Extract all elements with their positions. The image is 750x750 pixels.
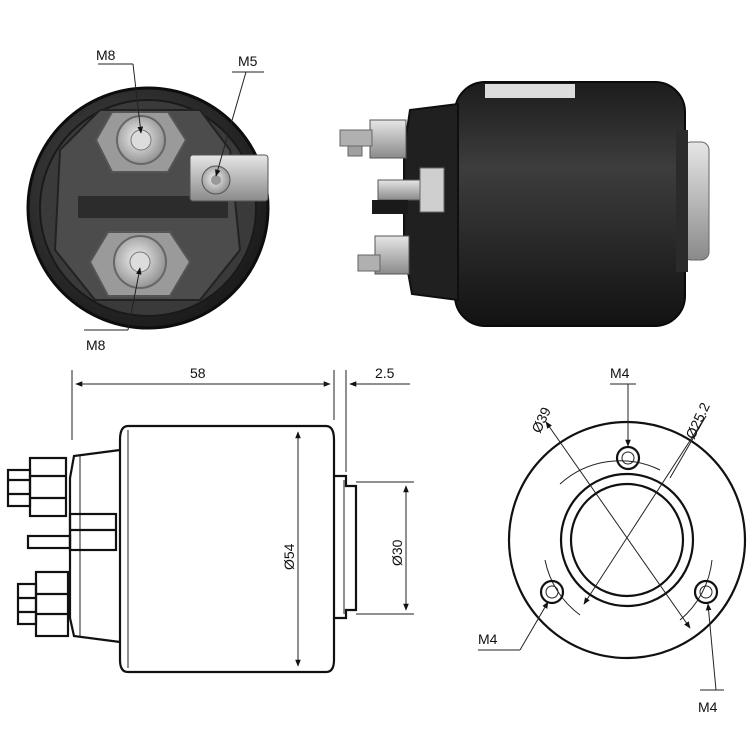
side-top-stud [339, 119, 407, 159]
profile-spade-terminal [26, 512, 118, 552]
label-hole-left: M4 [478, 631, 498, 647]
label-hole-top: M4 [610, 365, 630, 381]
label-terminal-small: M5 [238, 53, 258, 69]
side-bottom-stud [357, 235, 410, 275]
label-hole-right: M4 [698, 699, 718, 715]
end-bore-outer [559, 472, 695, 608]
drawing-side-profile: 58 2.5 Ø54 Ø30 [6, 365, 414, 674]
front-recess [78, 196, 228, 218]
side-spade-terminal [372, 167, 445, 214]
label-terminal-bottom: M8 [86, 337, 106, 353]
body-edge-highlight [485, 84, 575, 98]
hole-top [615, 445, 641, 471]
label-plunger-diameter: Ø30 [389, 539, 405, 566]
drawing-end-view: Ø39 Ø25.2 M4 M4 M4 [478, 365, 747, 715]
m5-terminal [189, 154, 269, 202]
photo-front-view: M8 M5 M8 [26, 47, 270, 353]
label-bore: Ø25.2 [682, 400, 713, 442]
solenoid-body-side [454, 81, 686, 327]
top-m8-stud [94, 111, 188, 173]
hole-right [693, 579, 719, 605]
profile-body-outline [118, 424, 336, 674]
bottom-m8-stud [88, 231, 192, 297]
label-length: 58 [190, 365, 206, 381]
label-bolt-circle: Ø39 [528, 404, 554, 435]
plunger-collar [676, 130, 688, 272]
profile-bottom-stud [16, 570, 70, 638]
profile-plunger-outline [334, 474, 358, 620]
label-terminal-top: M8 [96, 47, 116, 63]
profile-top-stud [6, 456, 68, 518]
label-gap: 2.5 [375, 365, 395, 381]
profile-cap-outline [68, 448, 121, 644]
photo-side-view [339, 81, 710, 327]
hole-left [539, 579, 565, 605]
end-bore-inner [569, 482, 685, 598]
label-body-diameter: Ø54 [281, 543, 297, 570]
